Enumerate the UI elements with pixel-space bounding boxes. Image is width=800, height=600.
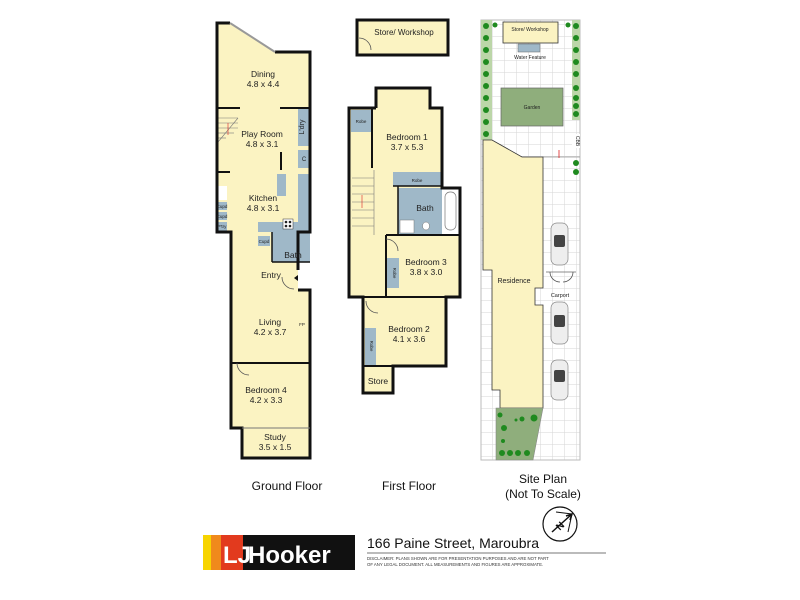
car-icon bbox=[550, 359, 569, 401]
robe bbox=[351, 110, 371, 132]
room-size-bedroom-1: 3.7 x 5.3 bbox=[391, 142, 424, 152]
bath-label: Bath bbox=[416, 203, 434, 213]
stairs bbox=[217, 117, 239, 143]
site-plan-title: Site Plan bbox=[519, 472, 567, 486]
room-size-bedroom-2: 4.1 x 3.6 bbox=[393, 334, 426, 344]
laundry-label: L'dry bbox=[299, 119, 306, 134]
ground-floor-title: Ground Floor bbox=[252, 479, 323, 493]
disclaimer-line-2: OF ANY LEGAL DOCUMENT. ALL MEASUREMENTS … bbox=[367, 562, 543, 567]
room-name-dining: Dining bbox=[251, 69, 275, 79]
ground-bath bbox=[272, 232, 310, 262]
room-size-bedroom-3: 3.8 x 3.0 bbox=[410, 267, 443, 277]
store-workshop-label: Store/ Workshop bbox=[374, 28, 434, 37]
carport-label: Carport bbox=[551, 293, 570, 299]
cupboard-label: C bbox=[302, 157, 307, 163]
bathtub-icon bbox=[444, 191, 457, 231]
car-icon bbox=[550, 222, 569, 266]
first-floor-plan: Store/ Workshop Bedroom 1 3.7 x 5.3 Bedr… bbox=[347, 18, 462, 395]
residence-label: Residence bbox=[497, 278, 530, 285]
site-store-workshop-label: Store/ Workshop bbox=[511, 27, 548, 33]
room-size-dining: 4.8 x 4.4 bbox=[247, 79, 280, 89]
laundry bbox=[298, 108, 310, 146]
ground-floor-plan: Dining 4.8 x 4.4 Play Room 4.8 x 3.1 Kit… bbox=[215, 21, 312, 460]
stove-icon bbox=[282, 218, 294, 230]
store-label: Store bbox=[368, 376, 389, 386]
garden-label: Garden bbox=[524, 105, 541, 111]
water-feature-label: Water Feature bbox=[514, 55, 546, 61]
toilet-icon bbox=[422, 221, 430, 231]
robe-label: Robe bbox=[356, 119, 367, 124]
cbb-label: CBB bbox=[574, 136, 580, 147]
cupboard-label: Cupd bbox=[259, 239, 270, 244]
car-icon bbox=[550, 301, 569, 345]
room-name-bedroom-2: Bedroom 2 bbox=[388, 324, 430, 334]
garden bbox=[500, 87, 564, 127]
water-feature bbox=[517, 43, 541, 53]
room-size-kitchen: 4.8 x 3.1 bbox=[247, 203, 280, 213]
room-size-living: 4.2 x 3.7 bbox=[254, 327, 287, 337]
property-address: 166 Paine Street, Maroubra bbox=[367, 535, 539, 551]
room-size-play-room: 4.8 x 3.1 bbox=[246, 139, 279, 149]
room-size-study: 3.5 x 1.5 bbox=[259, 442, 292, 452]
bath-label: Bath bbox=[284, 250, 302, 260]
lj-hooker-logo: LJ Hooker bbox=[203, 535, 355, 570]
room-name-kitchen: Kitchen bbox=[249, 193, 278, 203]
north-compass-icon: N bbox=[542, 506, 578, 542]
first-floor-title: First Floor bbox=[382, 479, 436, 493]
cupboard-label: Cupd bbox=[217, 204, 228, 209]
entry-label: Entry bbox=[261, 270, 282, 280]
room-size-bedroom-4: 4.2 x 3.3 bbox=[250, 395, 283, 405]
room-name-study: Study bbox=[264, 432, 286, 442]
hedge bbox=[483, 22, 579, 175]
robe-label: Robe bbox=[412, 178, 423, 183]
robe-label: Robe bbox=[369, 341, 374, 352]
svg-text:LJ: LJ bbox=[223, 542, 251, 569]
pantry-label: P'try bbox=[218, 224, 228, 229]
residence bbox=[482, 139, 544, 409]
room-name-living: Living bbox=[259, 317, 281, 327]
cupboard-label: Cupd bbox=[217, 214, 228, 219]
site-plan-subtitle: (Not To Scale) bbox=[505, 487, 581, 501]
rear-garden bbox=[495, 407, 544, 461]
room-name-play-room: Play Room bbox=[241, 129, 283, 139]
fireplace-label: FP bbox=[299, 322, 305, 327]
disclaimer-line-1: DISCLAIMER: PLANS SHOWN ARE FOR PRESENTA… bbox=[367, 556, 549, 561]
room-name-bedroom-1: Bedroom 1 bbox=[386, 132, 428, 142]
room-name-bedroom-4: Bedroom 4 bbox=[245, 385, 287, 395]
svg-text:Hooker: Hooker bbox=[248, 542, 331, 569]
entry-arrow-icon bbox=[294, 275, 298, 281]
robe-label: Robe bbox=[392, 268, 397, 279]
kitchen-island bbox=[277, 174, 286, 196]
stairs bbox=[352, 170, 375, 235]
site-plan: Store/ Workshop Water Feature Garden CBB… bbox=[480, 19, 581, 461]
shower-icon bbox=[399, 219, 415, 234]
room-name-bedroom-3: Bedroom 3 bbox=[405, 257, 447, 267]
